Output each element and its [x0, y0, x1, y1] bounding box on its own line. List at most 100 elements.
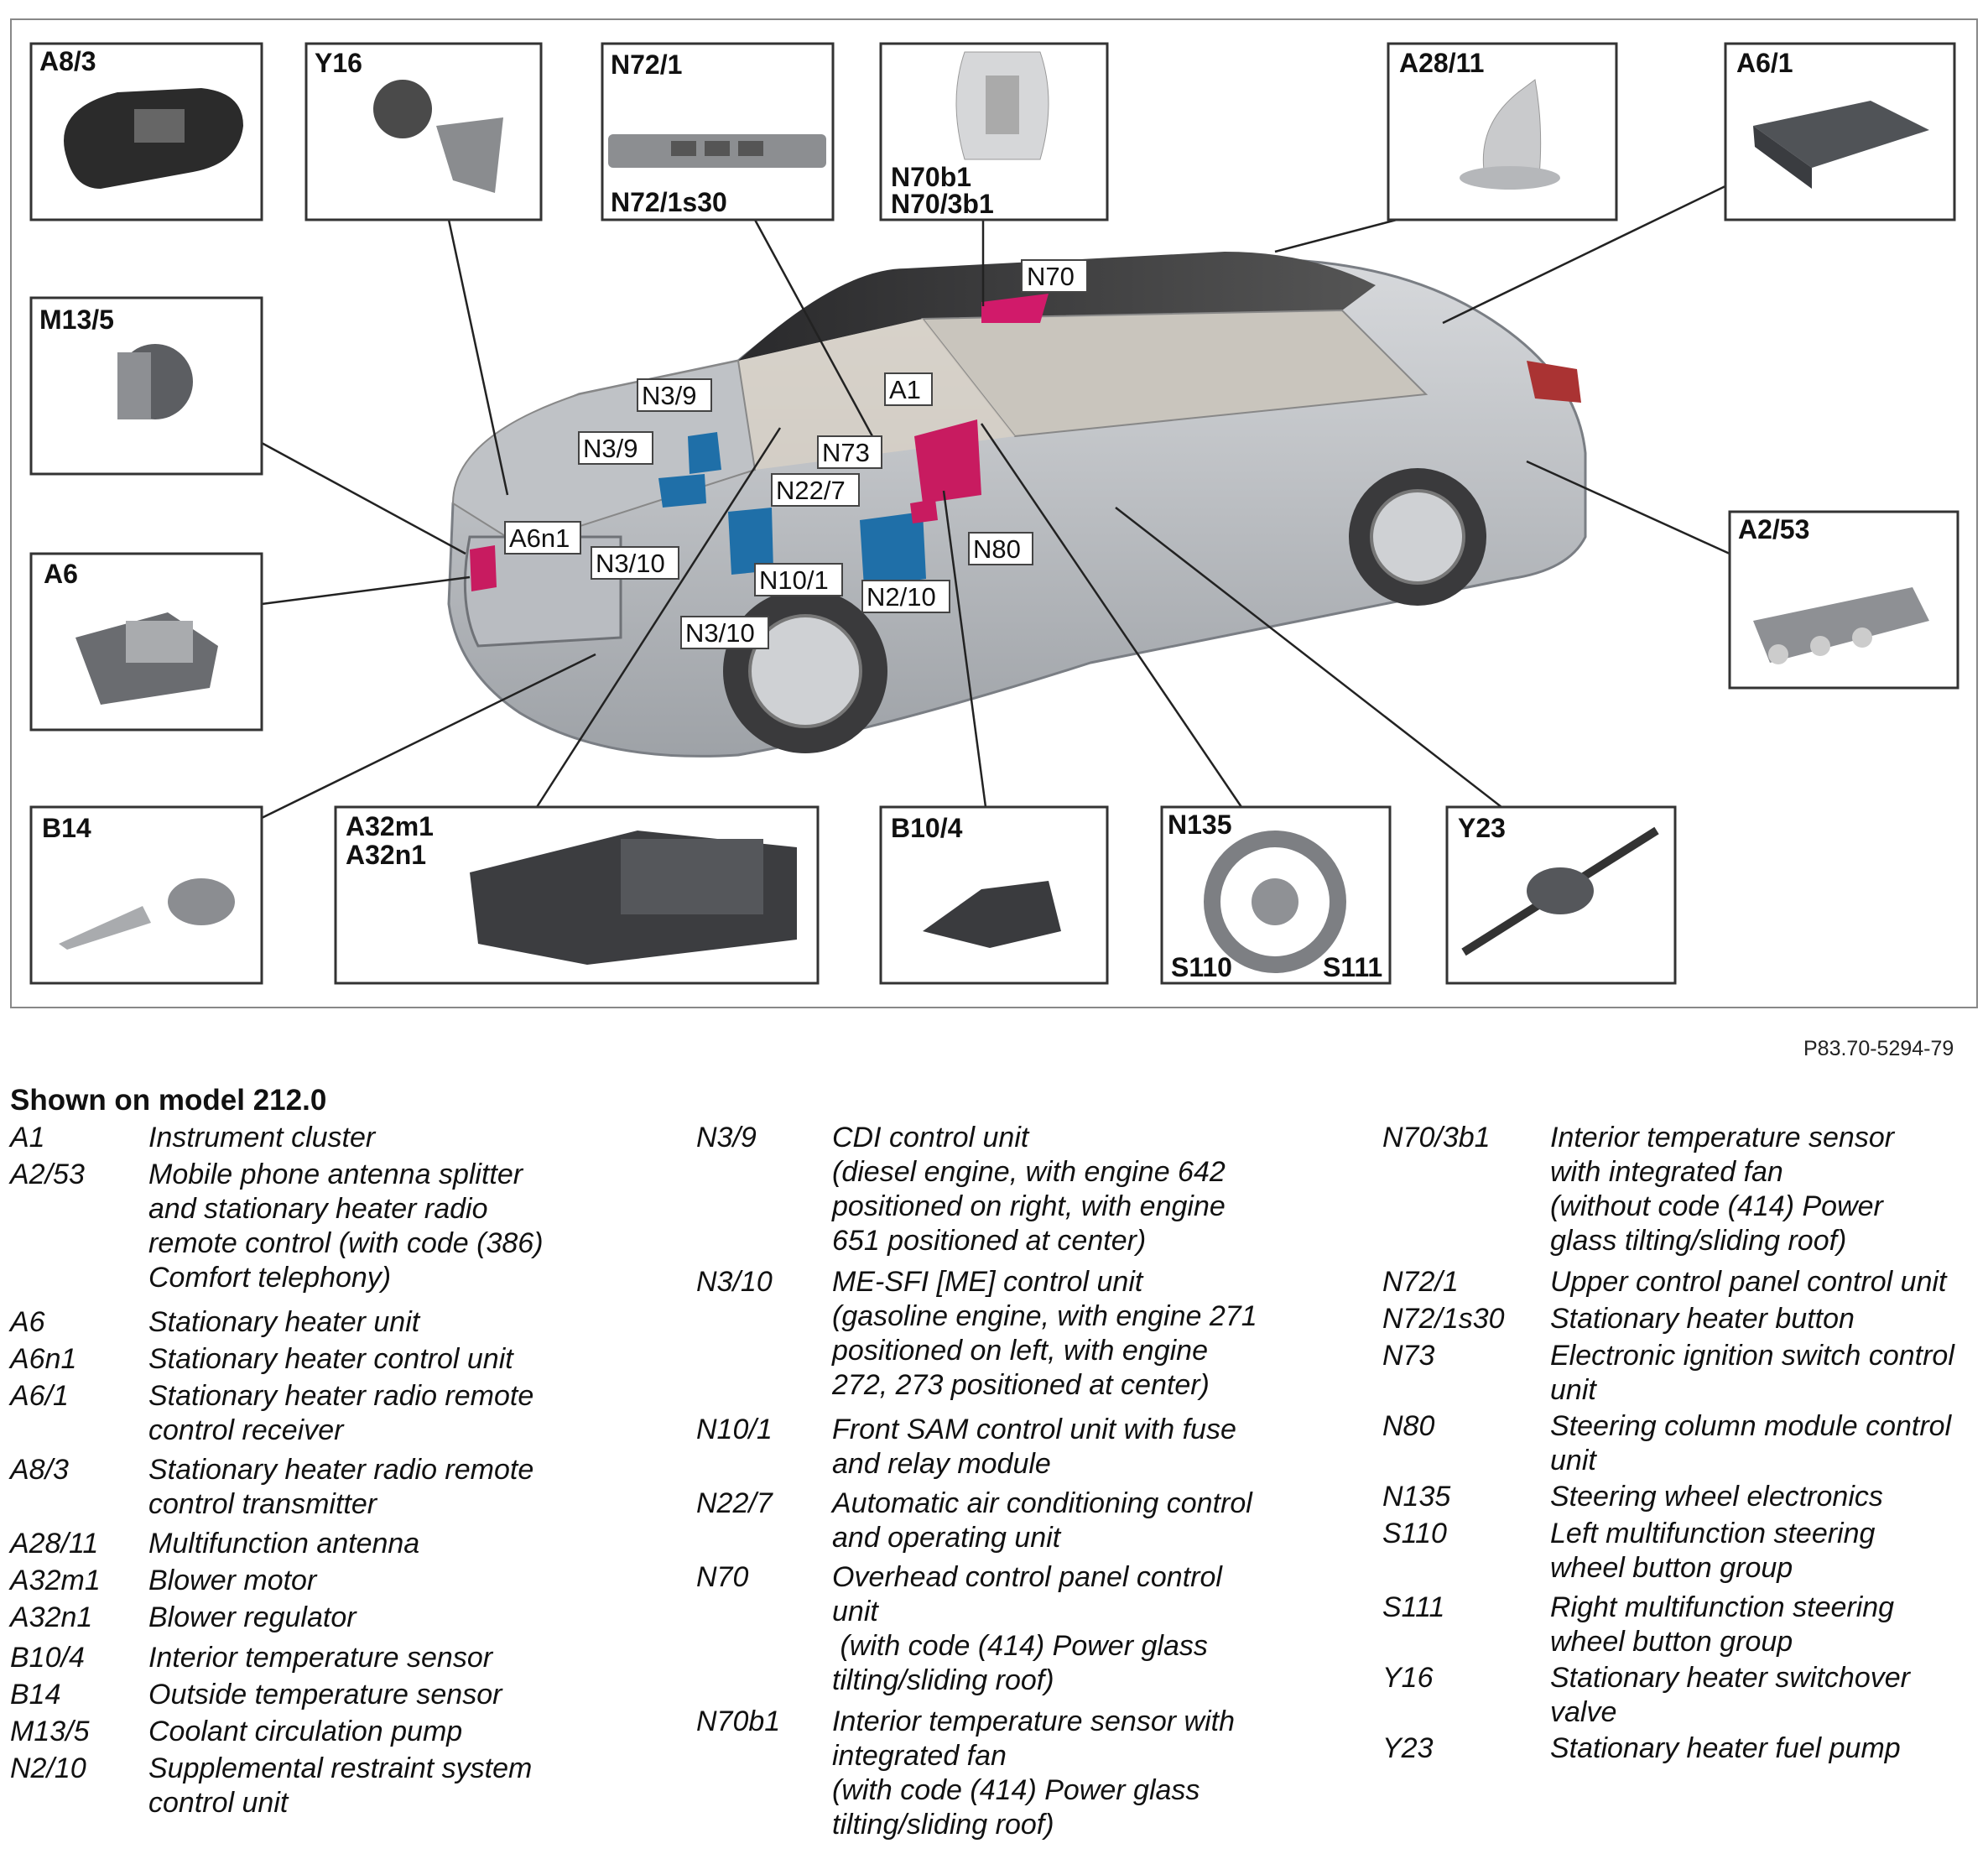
caption-y16: Y16 [315, 48, 362, 78]
n3-10-component [728, 508, 773, 575]
box-captions: A8/3 Y16 N72/1 N72/1s30 N70b1 N70/3b1 A2… [39, 46, 1809, 982]
caption-a32n1: A32n1 [346, 840, 426, 870]
interior-sensor-picture [923, 881, 1061, 948]
car-labels: N70 A1 N3/9 N3/9 N73 N22/7 A6n1 N3/10 N8… [504, 259, 1088, 649]
legend-code: A1 [10, 1122, 45, 1153]
legend-description: Stationary heater radio remote control r… [148, 1380, 534, 1446]
label-n3-10-a: N3/10 [596, 549, 665, 578]
legend-code: B10/4 [10, 1642, 85, 1674]
caption-n70-3b1: N70/3b1 [891, 189, 994, 219]
legend-code: N72/1s30 [1382, 1303, 1505, 1335]
legend-code: A6 [10, 1306, 45, 1338]
box-b10-4 [879, 805, 1109, 985]
legend-description: Stationary heater control unit [148, 1343, 513, 1375]
caption-b10-4: B10/4 [891, 813, 963, 843]
legend-description: Overhead control panel control unit (wit… [832, 1561, 1222, 1696]
legend-description: Interior temperature sensor with integra… [832, 1705, 1235, 1841]
legend-description: Front SAM control unit with fuse and rel… [832, 1414, 1236, 1480]
figure-id: P83.70-5294-79 [1803, 1037, 1954, 1060]
legend-code: N80 [1382, 1410, 1435, 1442]
n10-1-component [860, 512, 926, 587]
legend-description: Blower regulator [148, 1601, 356, 1633]
caption-s111: S111 [1323, 952, 1382, 982]
legend-code: B14 [10, 1679, 61, 1711]
legend-code: N3/9 [696, 1122, 757, 1153]
legend-code: A32n1 [10, 1601, 93, 1633]
n3-9-component-b [658, 474, 706, 508]
box-n72-1 [601, 42, 835, 221]
legend-code: N72/1 [1382, 1266, 1459, 1298]
legend-code: N70b1 [696, 1705, 781, 1737]
legend-code: N10/1 [696, 1414, 773, 1445]
legend-code: S111 [1382, 1591, 1445, 1623]
legend-description: ME-SFI [ME] control unit (gasoline engin… [832, 1266, 1257, 1401]
label-n2-10: N2/10 [866, 582, 936, 612]
n70-component [981, 294, 1049, 323]
caption-a6-1: A6/1 [1736, 48, 1793, 78]
legend-description: Interior temperature sensor with integra… [1550, 1122, 1895, 1257]
legend-description: Multifunction antenna [148, 1528, 420, 1560]
caption-s110: S110 [1171, 952, 1232, 982]
a6n1-component [470, 545, 497, 591]
legend-code: A32m1 [10, 1565, 101, 1596]
front-grille [463, 535, 622, 648]
box-m13-5 [29, 296, 263, 476]
caption-n72-1: N72/1 [611, 49, 682, 80]
car-roof [738, 252, 1376, 361]
legend-description: Stationary heater unit [148, 1306, 420, 1338]
a1-component [914, 419, 981, 503]
label-n3-10-b: N3/10 [685, 618, 755, 648]
tail-light [1527, 361, 1581, 403]
n3-9-component-a [688, 432, 721, 474]
antenna-splitter-picture [1753, 587, 1929, 663]
antenna-picture [1482, 79, 1542, 177]
n2-10-component [910, 499, 938, 523]
legend-code: N2/10 [10, 1752, 86, 1784]
label-n3-9-a: N3/9 [642, 381, 696, 410]
component-location-diagram: A8/3 Y16 N72/1 N72/1s30 N70b1 N70/3b1 A2… [29, 42, 1959, 985]
caption-y23: Y23 [1458, 813, 1506, 843]
legend-description: Blower motor [148, 1565, 317, 1596]
caption-n70b1: N70b1 [891, 162, 971, 192]
box-a6 [29, 552, 263, 732]
box-b14 [29, 805, 263, 985]
legend-code: Y23 [1382, 1732, 1434, 1764]
label-n80: N80 [973, 534, 1021, 564]
legend-description: Coolant circulation pump [148, 1716, 463, 1747]
component-boxes [29, 42, 1959, 985]
legend-description: Stationary heater button [1550, 1303, 1855, 1335]
legend-code: Y16 [1382, 1662, 1434, 1694]
legend-description: Outside temperature sensor [148, 1679, 502, 1711]
caption-a2-53: A2/53 [1738, 514, 1809, 544]
legend-description: Stationary heater fuel pump [1550, 1732, 1901, 1764]
legend-code: N70/3b1 [1382, 1122, 1491, 1153]
caption-a32m1: A32m1 [346, 811, 434, 841]
legend-description: Stationary heater radio remote control t… [148, 1454, 534, 1520]
legend-code: N22/7 [696, 1487, 773, 1519]
legend-description: Stationary heater switchover valve [1550, 1662, 1910, 1728]
label-a6n1: A6n1 [509, 523, 570, 553]
box-a6-1 [1724, 42, 1956, 221]
box-y23 [1445, 805, 1677, 985]
car-illustration [447, 252, 1587, 758]
box-a28-11 [1387, 42, 1618, 221]
legend-description: Instrument cluster [148, 1122, 376, 1153]
legend-code: N135 [1382, 1481, 1451, 1513]
outside-sensor-picture [59, 906, 151, 950]
caption-n72-1s30: N72/1s30 [611, 187, 727, 217]
legend-description: Mobile phone antenna splitter and statio… [148, 1159, 544, 1294]
box-a8-3 [29, 42, 263, 221]
rear-rim [1370, 489, 1465, 585]
caption-b14: B14 [42, 813, 91, 843]
label-n10-1: N10/1 [759, 565, 829, 595]
legend-description: CDI control unit (diesel engine, with en… [832, 1122, 1226, 1257]
legend-code: N3/10 [696, 1266, 773, 1298]
legend-title: Shown on model 212.0 [10, 1084, 327, 1117]
legend-code: N70 [696, 1561, 749, 1593]
box-n135 [1160, 805, 1392, 985]
legend-code: A6/1 [10, 1380, 69, 1412]
legend-code: N73 [1382, 1340, 1435, 1372]
legend-description: Steering column module control unit [1550, 1410, 1952, 1476]
box-y16 [304, 42, 543, 221]
label-n3-9-b: N3/9 [583, 434, 638, 463]
